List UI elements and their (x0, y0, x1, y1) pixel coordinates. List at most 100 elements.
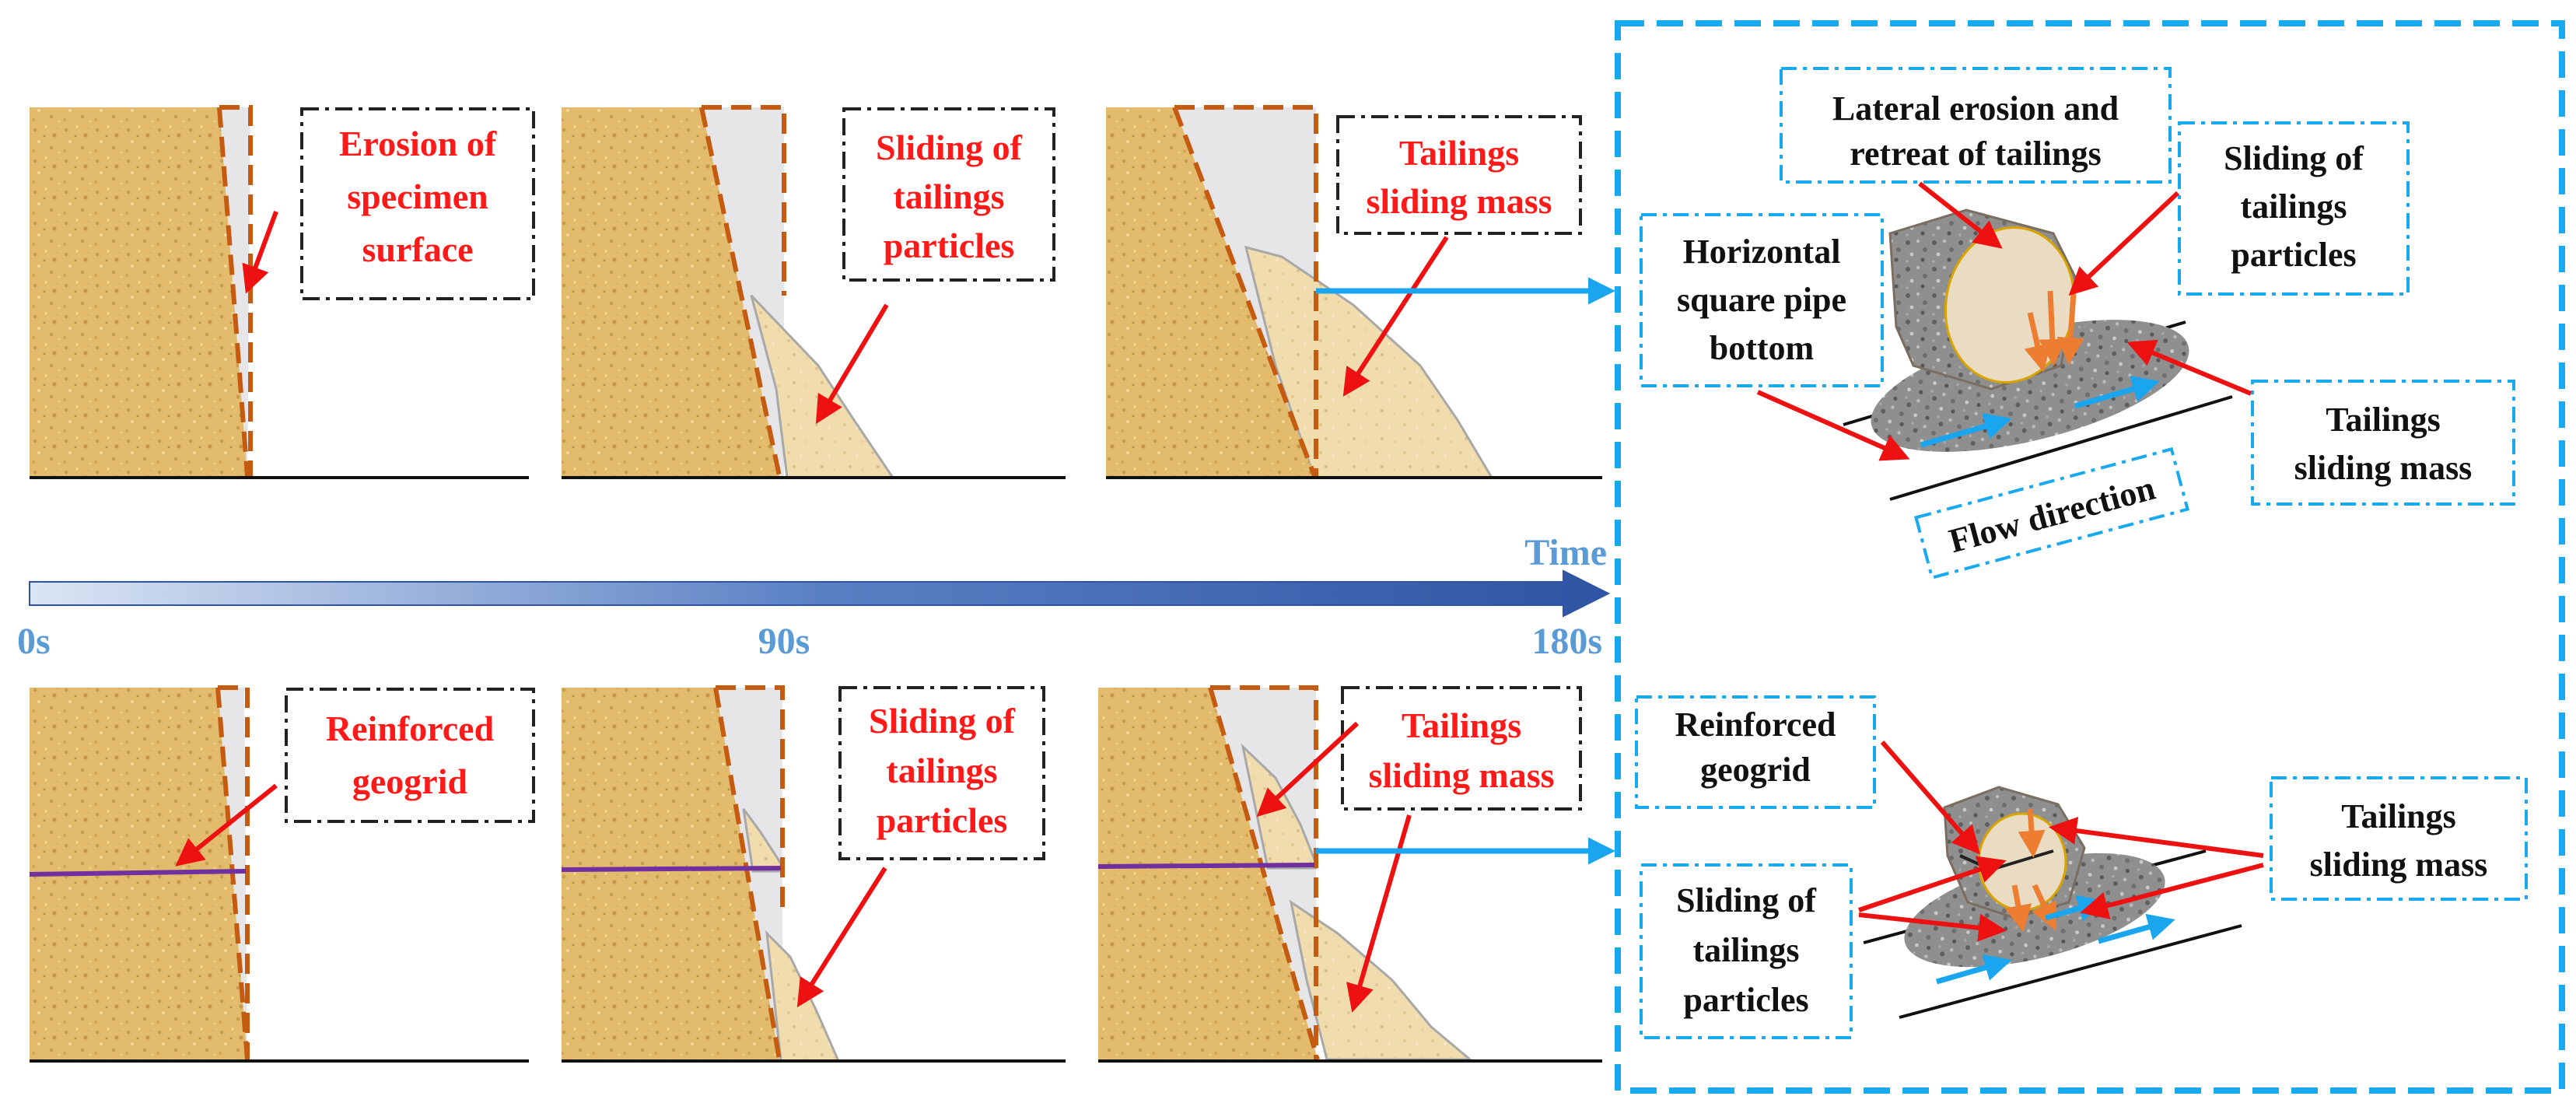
tailings-specimen (562, 107, 779, 476)
particle-arrow-1 (2018, 808, 2046, 858)
pointer-pipe-bottom (1756, 390, 1910, 461)
tick-180s: 180s (1531, 621, 1602, 662)
erosion-boundary (713, 687, 782, 1060)
pipe-bottom-line-front (1889, 395, 2233, 501)
label-line-1: Tailings (1399, 133, 1519, 173)
original-surface-outline (219, 105, 253, 476)
lateral-erosion-line-2: retreat of tailings (1850, 135, 2101, 173)
pointer-arrow-lower (1346, 814, 1412, 1013)
original-surface-outline (218, 685, 250, 1059)
particle-arrow-2 (2056, 293, 2084, 365)
pipe-bottom-line-front (1899, 924, 2242, 1019)
flow-arrow-left (1920, 413, 2012, 448)
label-line-1: Sliding of (876, 128, 1023, 167)
sliding-mass-line-1: Tailings (2326, 401, 2441, 439)
label-box-flow-direction (1913, 446, 2190, 580)
particle-arrow-1 (2039, 290, 2067, 366)
pointer-arrow (175, 783, 278, 867)
label-box (838, 686, 1045, 860)
label-line-2: tailings (893, 177, 1004, 216)
label-box-sliding-particles (1640, 863, 1853, 1039)
tailings-sliding-mass-3d (1871, 320, 2189, 452)
label-line-3: surface (362, 229, 473, 269)
timeline-title: Time (1524, 532, 1607, 573)
erosion-boundary (1172, 106, 1317, 478)
label-line-1: Reinforced (326, 709, 495, 748)
detail-frame (1615, 20, 2565, 1094)
lateral-erosion-line-1: Lateral erosion and (1832, 89, 2119, 128)
pipe-bottom-line-1: Horizontal (1683, 233, 1841, 271)
label-box (285, 688, 535, 823)
erosion-boundary (699, 107, 782, 477)
original-surface-outline (702, 105, 786, 296)
top-panel-2: Sliding of tailings particles (562, 105, 1066, 479)
label-line-2: specimen (347, 177, 488, 216)
tailings-sliding-mass (1289, 899, 1474, 1061)
original-surface-outline (1210, 685, 1318, 1059)
original-surface-outline (1174, 105, 1318, 476)
tailings-specimen (1098, 688, 1318, 1059)
timeline-arrow (29, 569, 1611, 618)
geogrid-layer (1097, 863, 1315, 869)
label-line-3: particles (877, 800, 1008, 840)
label-box-pipe-bottom (1640, 213, 1884, 387)
sliding-particles-line-1: Sliding of (1676, 881, 1817, 919)
sliding-particles-line-1: Sliding of (2224, 139, 2364, 177)
label-box (1341, 686, 1582, 811)
pointer-sliding-mass-1 (2049, 817, 2264, 858)
label-box-sliding-particles (2178, 121, 2410, 296)
flow-arrow-right (2098, 913, 2175, 944)
flow-arrow-right (2074, 376, 2160, 409)
bottom-panel-3: Tailings sliding mass (1097, 685, 1615, 1063)
pipe-bottom-line-2: square pipe (1677, 281, 1846, 319)
sliding-particles-line-3: particles (2231, 236, 2356, 274)
detail-bottom-3d (1863, 786, 2242, 1019)
label-box-sliding-mass (2251, 380, 2515, 506)
tailings-specimen (1106, 107, 1314, 476)
label-line-3: particles (884, 226, 1015, 265)
pointer-arrow (815, 303, 889, 425)
label-line-2: sliding mass (1368, 755, 1554, 795)
label-line-1: Tailings (1402, 706, 1521, 745)
label-line-2: tailings (886, 751, 997, 790)
label-line-1: Sliding of (869, 701, 1016, 741)
label-line-1: Erosion of (339, 124, 497, 163)
geogrid-layer (561, 866, 782, 872)
sliding-mass-line-1: Tailings (2341, 797, 2456, 835)
original-surface-outline (716, 685, 785, 910)
erosion-boundary (1208, 687, 1320, 1060)
pointer-lateral-erosion (1918, 181, 2003, 249)
pointer-sliding-particles-1 (1858, 856, 2007, 912)
geogrid-layer (29, 869, 247, 877)
geogrid-line-2: geogrid (1700, 751, 1811, 789)
detail-top-3d (1843, 208, 2233, 501)
sliding-mass-line-2: sliding mass (2310, 846, 2488, 884)
sliding-particles-line-2: tailings (2241, 187, 2347, 226)
timeline: Time 0s 90s 180s (17, 532, 1611, 662)
pipe-bottom-line-3: bottom (1710, 329, 1814, 367)
bottom-panel-2: Sliding of tailings particles (561, 685, 1066, 1063)
tailings-specimen (30, 107, 247, 476)
pointer-sliding-mass (2126, 339, 2252, 396)
bottom-panel-1: Reinforced geogrid (29, 685, 535, 1063)
label-box-sliding-mass (2270, 776, 2528, 901)
pointer-sliding-particles-2 (1858, 912, 2007, 942)
label-box (1336, 115, 1582, 235)
tailings-sliding-mass (1244, 245, 1494, 479)
tick-90s: 90s (758, 621, 810, 662)
top-panel-3: Tailings sliding mass (1106, 105, 1615, 479)
pointer-sliding-particles (2068, 191, 2180, 296)
label-box-geogrid (1635, 695, 1876, 809)
pointer-arrow (796, 867, 887, 1008)
label-box-lateral-erosion (1780, 67, 2172, 184)
label-line-2: sliding mass (1366, 181, 1552, 221)
tailings-specimen (562, 688, 779, 1059)
erosion-boundary (217, 107, 250, 477)
detail-bottom-labels: Reinforced geogrid Tailings sliding mass… (1635, 695, 2528, 1039)
pointer-arrow (1342, 236, 1449, 397)
flow-direction-label: Flow direction (1913, 446, 2190, 580)
label-box (300, 107, 535, 300)
sliding-particles-line-2: tailings (1693, 931, 1800, 969)
pointer-arrow-upper (1256, 721, 1360, 818)
